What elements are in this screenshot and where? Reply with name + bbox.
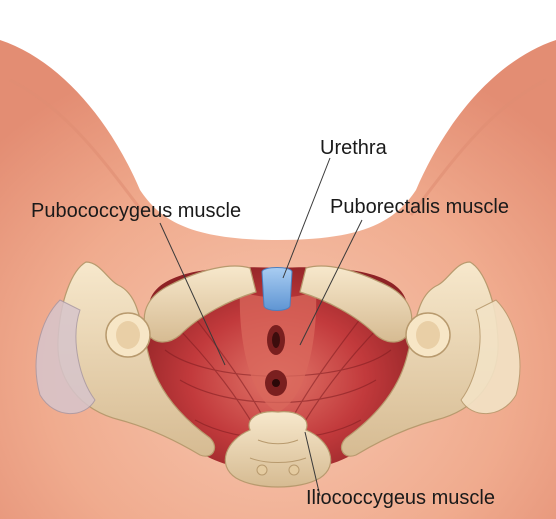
urethra-structure [262, 268, 292, 311]
label-puborectalis-muscle: Puborectalis muscle [330, 197, 509, 217]
label-urethra: Urethra [320, 138, 387, 158]
label-pubococcygeus-muscle: Pubococcygeus muscle [31, 201, 241, 221]
label-iliococcygeus-muscle: Iliococcygeus muscle [306, 488, 495, 508]
